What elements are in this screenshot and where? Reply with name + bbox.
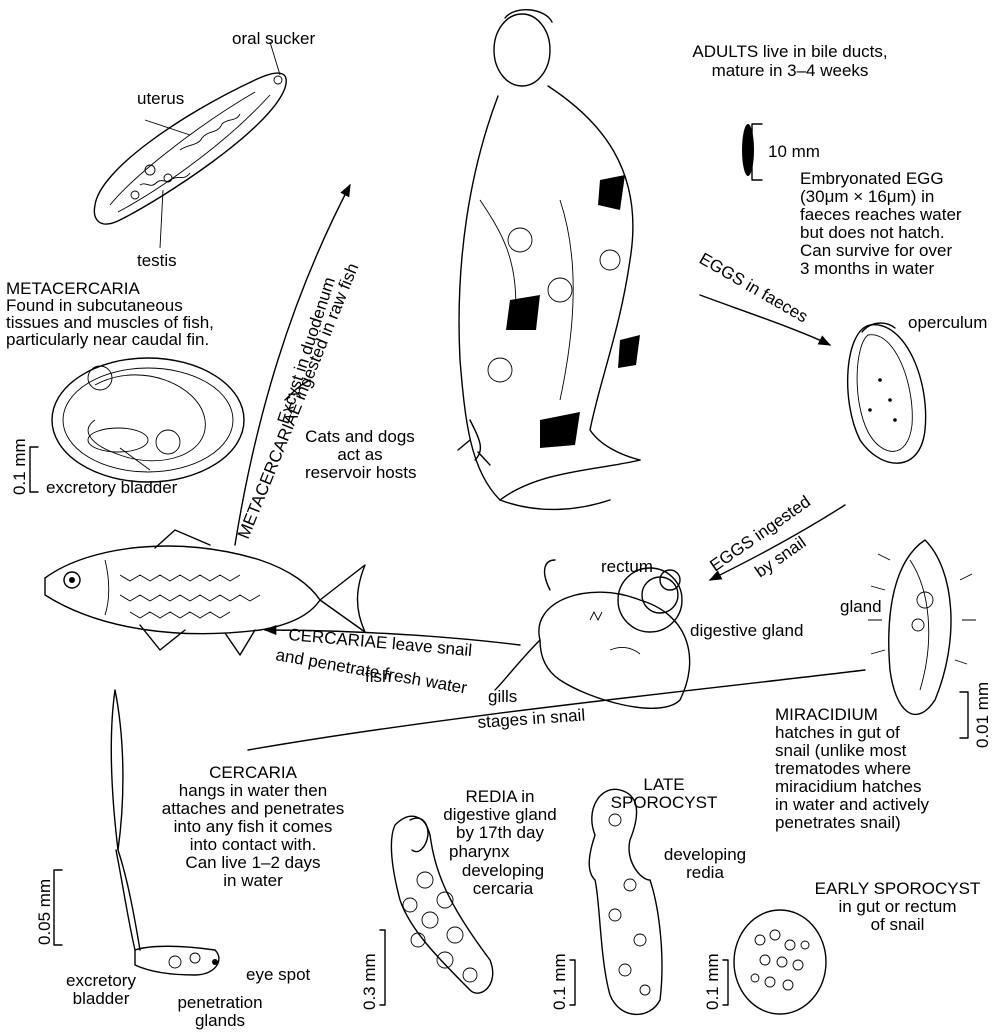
miracidium-drawing [868, 540, 976, 714]
penetration-glands-1: penetration [165, 994, 275, 1012]
stages-in-snail-label: stages in snail [477, 706, 586, 732]
cercaria-line-5: into contact with. [148, 836, 358, 854]
egg-desc-3: faeces reaches water [800, 206, 962, 224]
reservoir-line-3: reservoir hosts [305, 464, 415, 482]
cercaria-line-7: in water [148, 872, 358, 890]
scale-late-label: 0.1 mm [550, 953, 569, 1010]
oral-sucker-label: oral sucker [232, 30, 315, 48]
fish-label: fish [365, 668, 391, 686]
testis-label: testis [137, 252, 177, 270]
gills-label: gills [488, 688, 517, 706]
miracidium-line-3: snail (unlike most [775, 742, 906, 760]
snail-drawing [495, 560, 690, 708]
scale-miracidium-label: 0.01 mm [973, 682, 992, 748]
cercaria-line-2: hangs in water then [148, 782, 358, 800]
egg-desc-5: Can survive for over [800, 242, 952, 260]
uterus-label: uterus [137, 90, 184, 108]
early-sporocyst-1: EARLY SPOROCYST [790, 880, 1005, 898]
developing-cercaria-1: developing [448, 862, 558, 880]
egg-drawing [848, 323, 926, 463]
scale-early-label: 0.1 mm [703, 953, 722, 1010]
developing-redia-1: developing [650, 846, 760, 864]
penetration-glands-2: glands [165, 1012, 275, 1030]
developing-redia-2: redia [650, 864, 760, 882]
excretory-bladder-cer-2: bladder [56, 990, 146, 1008]
scale-cercaria-label: 0.05 mm [35, 879, 54, 945]
late-sporocyst-1: LATE [604, 776, 724, 794]
early-sporocyst-3: of snail [790, 916, 1005, 934]
redia-line-2: digestive gland [425, 806, 575, 824]
eye-spot-label: eye spot [246, 966, 310, 984]
egg-desc-1: Embryonated EGG [800, 170, 944, 188]
operculum-label: operculum [908, 314, 987, 332]
host-figure-drawing [458, 10, 640, 510]
egg-desc-4: but does not hatch. [800, 224, 945, 242]
rectum-label: rectum [601, 558, 653, 576]
reservoir-line-2: act as [305, 446, 415, 464]
pharynx-label: pharynx [449, 843, 509, 861]
adult-fluke-drawing [94, 42, 286, 248]
late-sporocyst-drawing [589, 789, 662, 1014]
digestive-gland-label: digestive gland [690, 622, 803, 640]
cercaria-line-4: into any fish it comes [148, 818, 358, 836]
excretory-bladder-meta-label: excretory bladder [46, 479, 177, 497]
adults-line-1: ADULTS live in bile ducts, [680, 43, 900, 61]
redia-line-1: REDIA in [425, 788, 575, 806]
miracidium-line-5: miracidium hatches [775, 778, 921, 796]
egg-desc-2: (30μm × 16μm) in [800, 188, 934, 206]
scale-meta-label: 0.1 mm [10, 438, 29, 495]
miracidium-line-2: hatches in gut of [775, 724, 900, 742]
scale-adult-label: 10 mm [768, 143, 820, 161]
miracidium-line-6: in water and actively [775, 796, 929, 814]
reservoir-line-1: Cats and dogs [305, 428, 415, 446]
metacercaria-desc-3: particularly near caudal fin. [6, 331, 209, 349]
excretory-bladder-cer-1: excretory [56, 972, 146, 990]
late-sporocyst-2: SPOROCYST [604, 794, 724, 812]
early-sporocyst-2: in gut or rectum [790, 898, 1005, 916]
egg-desc-6: 3 months in water [800, 260, 934, 278]
miracidium-line-1: MIRACIDIUM [775, 706, 878, 724]
miracidium-line-7: penetrates snail) [775, 814, 901, 832]
scale-redia-label: 0.3 mm [360, 953, 379, 1010]
developing-cercaria-2: cercaria [448, 880, 558, 898]
cercaria-line-1: CERCARIA [148, 764, 358, 782]
metacercaria-cyst-drawing [52, 358, 244, 482]
miracidium-line-4: trematodes where [775, 760, 911, 778]
cercaria-line-3: attaches and penetrates [148, 800, 358, 818]
redia-line-3: by 17th day [425, 824, 575, 842]
gland-label: gland [840, 598, 882, 616]
adults-line-2: mature in 3–4 weeks [680, 62, 900, 80]
cercaria-line-6: Can live 1–2 days [148, 854, 358, 872]
